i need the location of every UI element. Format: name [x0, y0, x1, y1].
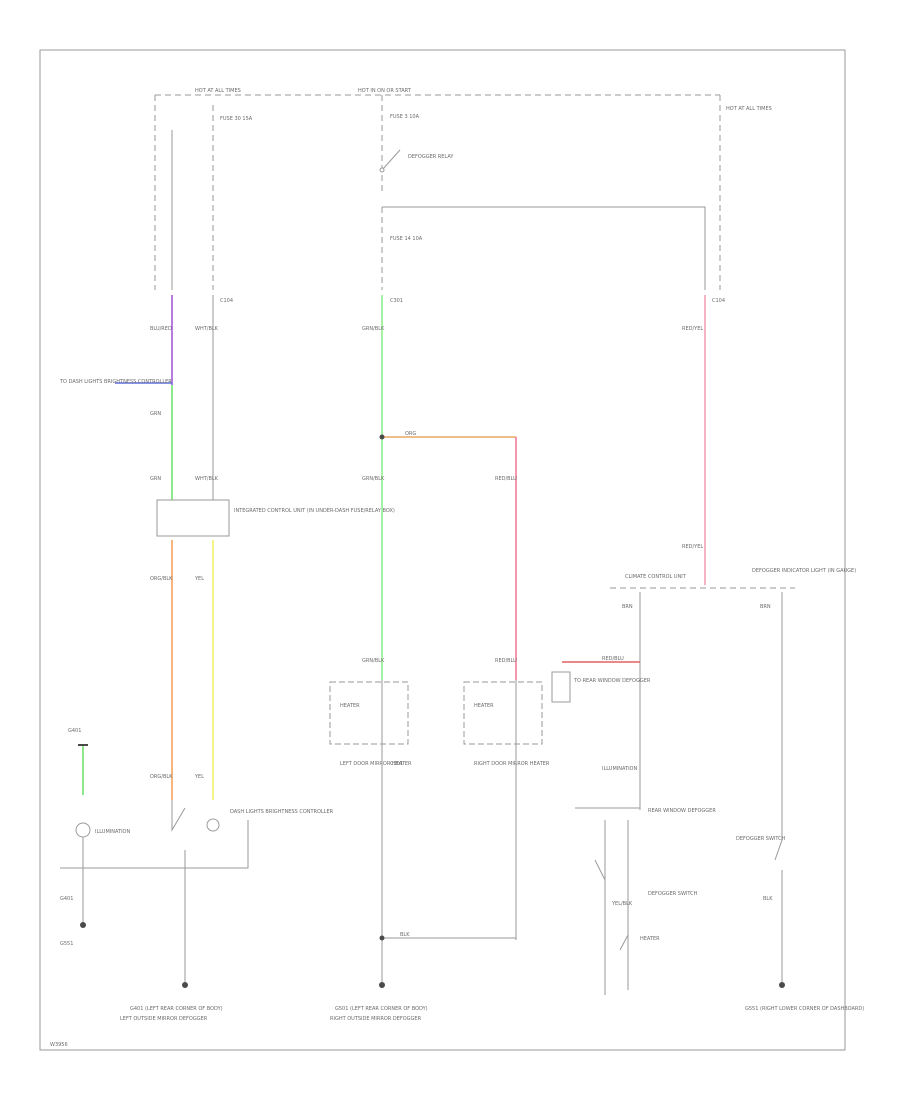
top-label-3: HOT AT ALL TIMES [726, 106, 772, 112]
splice-bottom [379, 935, 385, 941]
top-label-1: HOT AT ALL TIMES [195, 88, 241, 94]
ground-bottom-small: G551 [60, 941, 73, 947]
wire-label-grn-blk-3: GRN/BLK [362, 658, 385, 664]
mid-return-line [381, 800, 516, 985]
left-mirror-heater-box [329, 681, 409, 745]
heater-right-label: HEATER [640, 936, 660, 942]
splice-mid [379, 434, 385, 440]
dash-switch-contact [206, 818, 220, 832]
wire-label-org-blk: ORG/BLK [150, 576, 173, 582]
right-mirror-heater-box [463, 681, 543, 745]
illumination-label: ILLUMINATION [95, 829, 130, 835]
heater-label-left: HEATER [340, 703, 360, 709]
footer-code: W3956 [50, 1042, 68, 1048]
left-mirror-label: LEFT DOOR MIRROR HEATER [340, 761, 412, 767]
relay-contact [379, 167, 385, 173]
dash-dimmer-label: TO DASH LIGHTS BRIGHTNESS CONTROLLER [59, 379, 172, 385]
relay-switch-arm [381, 149, 401, 171]
wire-label-grn-2: GRN [150, 476, 161, 482]
top-label-2: HOT IN ON OR START [358, 88, 412, 94]
ground-dot-right [779, 982, 785, 988]
connector-3: C104 [712, 298, 725, 304]
wire-label-org: ORG [405, 431, 416, 437]
wire-label-grn-blk: GRN/BLK [362, 326, 385, 332]
to-defogger-label: TO REAR WINDOW DEFOGGER [573, 678, 651, 684]
inner-switch-2 [619, 934, 629, 951]
diagram-border [39, 49, 846, 1051]
inner-switch [594, 859, 606, 881]
wire-label-red-blu-2: RED/BLU [495, 658, 517, 664]
ground-small-label: G401 [68, 728, 81, 734]
ground-label-left: G401 (LEFT REAR CORNER OF BODY) [130, 1006, 223, 1012]
wire-label-org-blk-2: ORG/BLK [150, 774, 173, 780]
integrated-control-unit [156, 499, 230, 537]
ground-dot-mid [379, 982, 385, 988]
defogger-switch-label: DEFOGGER SWITCH [648, 891, 698, 897]
ground-dot-left [80, 922, 86, 928]
right-mirror-label: RIGHT DOOR MIRROR HEATER [474, 761, 550, 767]
wire-label-yel: YEL [194, 576, 204, 582]
rear-window-label: REAR WINDOW DEFOGGER [648, 808, 716, 814]
wire-label-red-blu: RED/BLU [495, 476, 517, 482]
wire-label-blk-right: BLK [763, 896, 773, 902]
ground-dot-mid-left [182, 982, 188, 988]
connector-1: C104 [220, 298, 233, 304]
wire-label-grn-blk-2: GRN/BLK [362, 476, 385, 482]
relay-to-right [382, 206, 706, 290]
wire-label-blu-red: BLU/RED [150, 326, 172, 332]
illumination-right: ILLUMINATION [602, 766, 637, 772]
wire-label-wht-blk: WHT/BLK [195, 326, 219, 332]
relay-label: DEFOGGER RELAY [408, 154, 454, 160]
ground-label-left-small: G401 [60, 896, 73, 902]
climate-label-right: DEFOGGER INDICATOR LIGHT (IN GAUGE) [752, 568, 856, 574]
left-heater-label-bottom: LEFT OUTSIDE MIRROR DEFOGGER [120, 1016, 208, 1022]
wire-label-wht-blk-2: WHT/BLK [195, 476, 219, 482]
ground-label-right: G551 (RIGHT LOWER CORNER OF DASHBOARD) [745, 1006, 864, 1012]
connector-2: C301 [390, 298, 403, 304]
wire-label-red: RED/BLU [602, 656, 624, 662]
right-heater-label-bottom: RIGHT OUTSIDE MIRROR DEFOGGER [330, 1016, 422, 1022]
wire-label-blk: BLK [400, 932, 410, 938]
heater-label-right: HEATER [474, 703, 494, 709]
dash-switch-line [171, 800, 186, 985]
integrated-control-label: INTEGRATED CONTROL UNIT (IN UNDER-DASH F… [234, 508, 395, 514]
illumination-bulb [75, 822, 91, 838]
defogger-indicator-box [551, 671, 571, 703]
wire-label-brn: BRN [622, 604, 633, 610]
wire-label-red-yel-2: RED/YEL [682, 544, 703, 550]
climate-label-left: CLIMATE CONTROL UNIT [625, 574, 687, 580]
connector-left-mirror: C301 [390, 761, 403, 767]
fuse-label-2: FUSE 3 10A [390, 114, 420, 120]
wire-label-yel-2: YEL [194, 774, 204, 780]
wire-label-brn-2: BRN [760, 604, 771, 610]
defogger-switch-right: DEFOGGER SWITCH [736, 836, 786, 842]
wire-label-grn: GRN [150, 411, 161, 417]
right-switch-upper [774, 800, 783, 861]
fuse-label-3: FUSE 14 10A [390, 236, 423, 242]
fuse-label-1: FUSE 30 15A [220, 116, 253, 122]
horizontal-ground-line [60, 820, 249, 869]
wire-label-yel-blk: YEL/BLK [611, 901, 633, 907]
ground-label-mid: G501 (LEFT REAR CORNER OF BODY) [335, 1006, 428, 1012]
dash-switch-label: DASH LIGHTS BRIGHTNESS CONTROLLER [230, 809, 334, 815]
wire-label-red-yel: RED/YEL [682, 326, 703, 332]
